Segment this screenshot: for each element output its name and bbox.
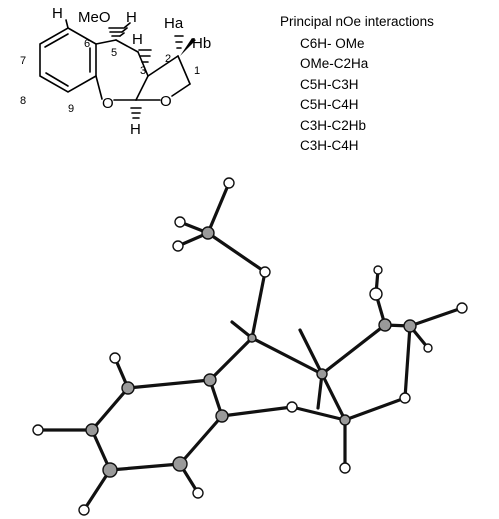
label-ha: Ha (164, 15, 184, 32)
label-o-ring: O (102, 95, 114, 112)
model-atom (172, 456, 188, 472)
position-9: 9 (68, 103, 74, 115)
crystal-structure-model (32, 177, 468, 516)
model-atom (109, 352, 121, 364)
model-atom (286, 401, 298, 413)
label-hb: Hb (192, 35, 211, 52)
label-meo: MeO (78, 9, 111, 26)
model-atom (259, 266, 271, 278)
noe-item: C6H- OMe (300, 36, 365, 51)
model-atom (121, 381, 135, 395)
bond-c2-c3 (147, 55, 179, 77)
model-atom (399, 392, 411, 404)
benzene-double-bond (45, 72, 69, 87)
label-h-anomeric: H (130, 121, 141, 138)
hashed-bond-c2-ha (174, 35, 184, 49)
bond-oring-c8a (95, 75, 103, 100)
model-atom (316, 368, 328, 380)
noe-item: OMe-C2Ha (300, 56, 369, 71)
noe-title: Principal nOe interactions (280, 14, 434, 29)
bond-c6-h (65, 19, 69, 29)
noe-item: C3H-C4H (300, 138, 359, 153)
position-1: 1 (194, 65, 200, 77)
model-atom (403, 319, 417, 333)
bond-c4a-c5 (95, 39, 117, 45)
model-atom (85, 423, 99, 437)
noe-item: C5H-C4H (300, 97, 359, 112)
model-atom (373, 265, 383, 275)
position-3: 3 (140, 65, 146, 77)
position-6: 6 (84, 38, 90, 50)
model-bonds (36, 181, 464, 512)
hashed-bond-c5-h (119, 22, 131, 37)
label-h5: H (126, 9, 137, 26)
bond-c3-canomeric (135, 75, 149, 101)
label-o-furan: O (160, 93, 172, 110)
noe-item: C5H-C3H (300, 77, 359, 92)
hashed-bond-c3-h (138, 49, 152, 63)
model-atom (78, 504, 90, 516)
bond-ofuran-c1 (171, 83, 191, 97)
bond-c5-c4 (115, 39, 139, 53)
model-atom (192, 487, 204, 499)
model-atom (378, 318, 392, 332)
position-2: 2 (165, 53, 171, 65)
wedge-bond-c2-hb (180, 38, 196, 56)
model-atom (223, 177, 235, 189)
model-atom (172, 240, 184, 252)
hashed-bond-c5-ome (108, 27, 124, 37)
hashed-bond-canomeric-h (130, 107, 142, 119)
structure-diagram: H MeO H H Ha Hb H O O 6 5 3 2 1 7 8 9 (20, 5, 211, 138)
model-atom (215, 409, 229, 423)
model-atom (339, 462, 351, 474)
position-5: 5 (111, 47, 117, 59)
model-atom (339, 414, 351, 426)
model-atom (201, 226, 215, 240)
model-atom (174, 216, 186, 228)
bond-c1-c2 (177, 55, 191, 85)
position-8: 8 (20, 95, 26, 107)
model-atom (102, 462, 118, 478)
model-atom (456, 302, 468, 314)
noe-panel: Principal nOe interactions C6H- OMe OMe-… (280, 14, 434, 153)
model-atoms (32, 177, 468, 516)
model-atom (369, 287, 383, 301)
label-h6: H (52, 5, 63, 22)
position-7: 7 (20, 55, 26, 67)
benzene-double-bond (44, 33, 69, 48)
model-atom (32, 424, 44, 436)
model-atom (423, 343, 433, 353)
model-atom (203, 373, 217, 387)
label-h3: H (132, 31, 143, 48)
noe-item: C3H-C2Hb (300, 118, 366, 133)
model-atom (247, 333, 257, 343)
